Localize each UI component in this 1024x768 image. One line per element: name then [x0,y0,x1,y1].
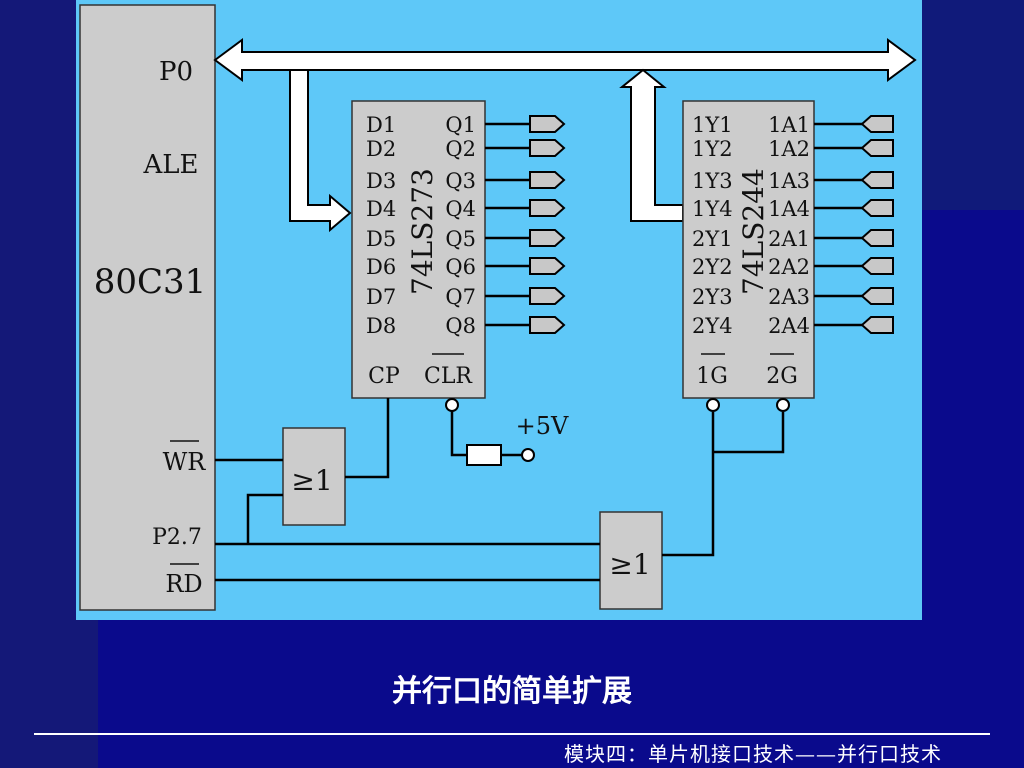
wire-1g-2g [713,412,785,454]
output-port-arrow [529,171,566,189]
buffer-y-pin: 1Y1 [692,113,733,137]
latch-q-pin: Q6 [445,255,476,279]
output-port-arrow [529,229,566,247]
wire-clr-resistor [450,411,467,457]
2g-bubble [776,398,790,412]
cpu-pin-ale: ALE [142,150,198,180]
output-port-arrow [529,139,566,157]
latch-pin-cp: CP [368,364,400,389]
latch-d-pin: D1 [366,113,396,137]
buffer-a-pin: 2A3 [768,285,810,309]
buffer-to-bus-arrow [619,68,684,222]
buffer-y-pin: 1Y4 [692,197,733,221]
latch-q-pin: Q4 [445,197,476,221]
buffer-a-pin: 1A2 [768,137,810,161]
buffer-y-pin: 2Y4 [692,314,733,338]
latch-pin-clr: CLR [424,364,473,389]
output-port-arrow [529,316,566,334]
input-port-arrow [860,171,894,189]
pullup-resistor [466,444,502,466]
cpu-pin-p0: P0 [159,57,193,87]
latch-d-pin: D5 [366,227,396,251]
clr-bubble [445,398,459,412]
latch-q-pin: Q2 [445,137,476,161]
latch-d-pin: D7 [366,285,396,309]
cpu-name: 80C31 [94,262,207,302]
or-gate-2 [599,511,663,610]
buffer-y-pin: 1Y2 [692,137,733,161]
latch-d-pin: D2 [366,137,396,161]
data-bus-arrow [213,38,917,82]
latch-d-pin: D8 [366,314,396,338]
or-gate-1-label: ≥1 [291,464,332,497]
vcc-terminal [521,448,535,462]
input-port-arrow [860,287,894,305]
or-gate-2-label: ≥1 [609,548,650,581]
bus-to-latch-arrow [289,69,352,233]
buffer-a-pin: 1A3 [768,169,810,193]
slide-caption: 并行口的简单扩展 [392,674,632,709]
output-port-arrow [529,199,566,217]
input-port-arrow [860,115,894,133]
cpu-chip [79,4,216,611]
latch-d-pin: D6 [366,255,396,279]
output-port-arrow [529,115,566,133]
latch-d-pin: D3 [366,169,396,193]
vcc-label: +5V [516,412,569,440]
buffer-y-pin: 1Y3 [692,169,733,193]
latch-q-pin: Q1 [445,113,476,137]
footer-rule [34,733,990,735]
wire-gate2-1g [662,412,715,557]
input-port-arrow [860,199,894,217]
buffer-a-pin: 1A4 [768,197,810,221]
buffer-y-pin: 2Y1 [692,227,733,251]
output-port-arrow [529,287,566,305]
latch-q-pin: Q3 [445,169,476,193]
buffer-a-pin: 2A1 [768,227,810,251]
latch-d-pin: D4 [366,197,396,221]
wire-gate1-cp [345,398,390,479]
buffer-y-pin: 2Y2 [692,255,733,279]
buffer-name: 74LS244 [737,168,770,295]
cpu-pin-p27: P2.7 [152,525,202,550]
latch-q-pin: Q7 [445,285,476,309]
slide-footer: 模块四：单片机接口技术——并行口技术 [564,742,942,766]
input-port-arrow [860,229,894,247]
input-port-arrow [860,316,894,334]
buffer-a-pin: 1A1 [768,113,810,137]
input-port-arrow [860,139,894,157]
output-port-arrow [529,257,566,275]
buffer-chip [682,100,815,399]
latch-name: 74LS273 [406,168,439,295]
latch-chip [351,100,486,399]
cpu-pin-rd: RD [165,570,202,598]
buffer-pin-2g: 2G [766,364,798,389]
latch-q-pin: Q8 [445,314,476,338]
slide-right-band [922,0,1024,210]
buffer-a-pin: 2A4 [768,314,810,338]
1g-bubble [706,398,720,412]
input-port-arrow [860,257,894,275]
wire-p27-gate1 [246,493,283,544]
buffer-pin-1g: 1G [696,364,728,389]
latch-q-pin: Q5 [445,227,476,251]
cpu-pin-wr: WR [163,448,207,476]
or-gate-1 [282,427,346,526]
buffer-y-pin: 2Y3 [692,285,733,309]
buffer-a-pin: 2A2 [768,255,810,279]
